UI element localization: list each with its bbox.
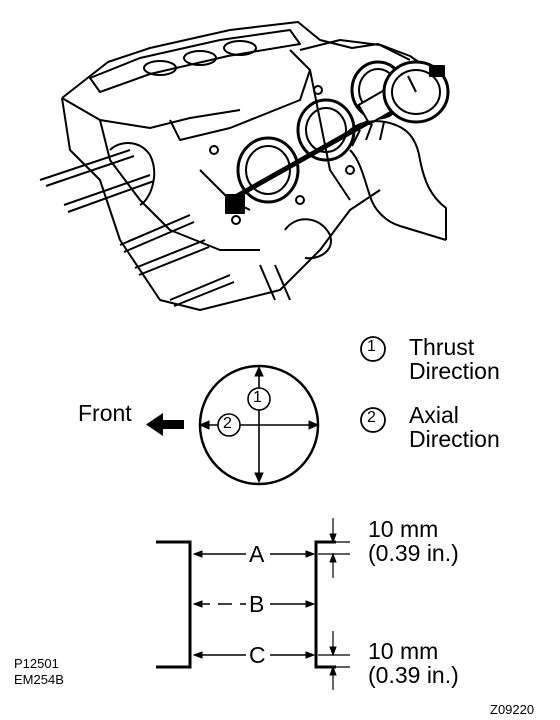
front-arrow <box>146 413 184 436</box>
measurement-positions-diagram <box>156 518 350 690</box>
position-b-label: B <box>249 591 265 617</box>
circle-number-1: 1 <box>253 389 262 406</box>
reference-code-1: P12501 <box>14 656 59 671</box>
legend-number-1: 1 <box>367 338 376 355</box>
circle-number-2: 2 <box>223 415 232 432</box>
bottom-dimension-inch: (0.39 in.) <box>368 662 459 688</box>
top-dimension-mm: 10 mm <box>368 516 439 542</box>
reference-code-2: EM254B <box>14 672 64 687</box>
position-c-label: C <box>249 642 266 668</box>
bore-direction-circle <box>198 364 320 486</box>
legend-axial-direction-label: Direction <box>409 426 500 452</box>
legend-axial-label: Axial <box>409 402 459 428</box>
top-dimension-inch: (0.39 in.) <box>368 540 459 566</box>
position-a-label: A <box>249 541 265 567</box>
bottom-dimension-mm: 10 mm <box>368 638 439 664</box>
legend-markers <box>360 336 386 433</box>
legend-thrust-direction-label: Direction <box>409 358 500 384</box>
legend-thrust-label: Thrust <box>409 334 475 360</box>
front-label: Front <box>78 400 132 426</box>
legend-number-2: 2 <box>367 409 376 426</box>
figure-code: Z09220 <box>490 702 535 717</box>
engine-block-illustration <box>39 21 450 311</box>
